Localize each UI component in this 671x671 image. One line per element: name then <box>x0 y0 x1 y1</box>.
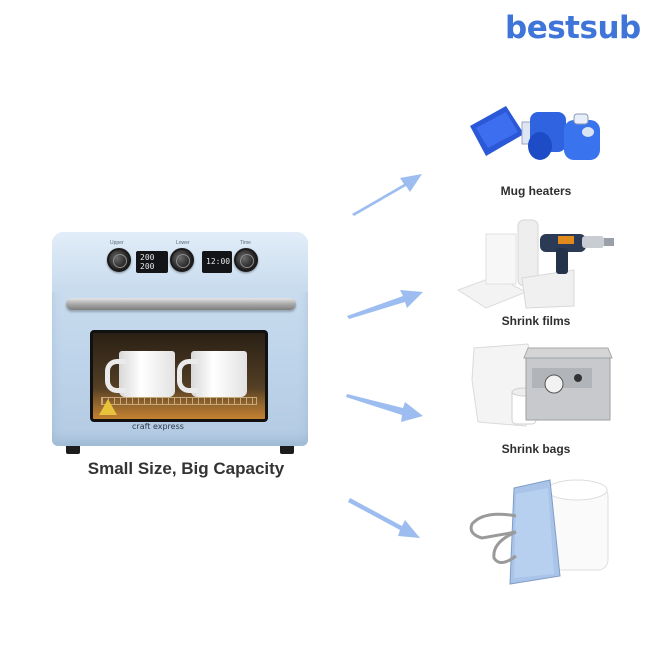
arrow-to-shrink-bags-icon <box>346 394 423 422</box>
arrow-to-binder-clip-icon <box>348 498 420 538</box>
lower-temp-knob <box>170 248 194 272</box>
mug-heaters-label: Mug heaters <box>500 184 572 198</box>
oven-door-handle <box>66 298 296 310</box>
oven-image: Upper Lower Time 200 200 12:00 craft exp… <box>52 232 308 458</box>
temperature-display: 200 200 <box>136 251 168 273</box>
control-panel: Upper Lower Time 200 200 12:00 <box>52 232 308 292</box>
bestsub-logo: bestsub <box>505 10 641 46</box>
upper-temp-knob <box>107 248 131 272</box>
time-display: 12:00 <box>202 251 232 273</box>
mug-heaters-image <box>466 104 606 168</box>
knob-label-time: Time <box>240 240 251 246</box>
shrink-bags-image <box>468 340 614 430</box>
oven-rack <box>101 397 257 405</box>
knob-label-upper: Upper <box>110 240 124 246</box>
display-top-value: 200 <box>140 253 155 262</box>
shrink-films-label: Shrink films <box>501 314 571 328</box>
knob-label-lower: Lower <box>176 240 190 246</box>
oven-brand-label: craft express <box>132 422 184 431</box>
arrow-to-mug-heaters-icon <box>352 174 422 216</box>
mug-right <box>177 351 247 397</box>
oven-caption: Small Size, Big Capacity <box>87 459 285 478</box>
shrink-films-image <box>456 214 616 310</box>
arrow-to-shrink-films-icon <box>347 290 423 319</box>
oven-body: Upper Lower Time 200 200 12:00 craft exp… <box>52 232 308 446</box>
timer-knob <box>234 248 258 272</box>
binder-clip-image <box>464 476 614 588</box>
oven-window <box>90 330 268 422</box>
display-time-value: 12:00 <box>206 257 231 266</box>
display-bottom-value: 200 <box>140 262 155 271</box>
mug-left <box>105 351 175 397</box>
shrink-bags-label: Shrink bags <box>501 442 571 456</box>
